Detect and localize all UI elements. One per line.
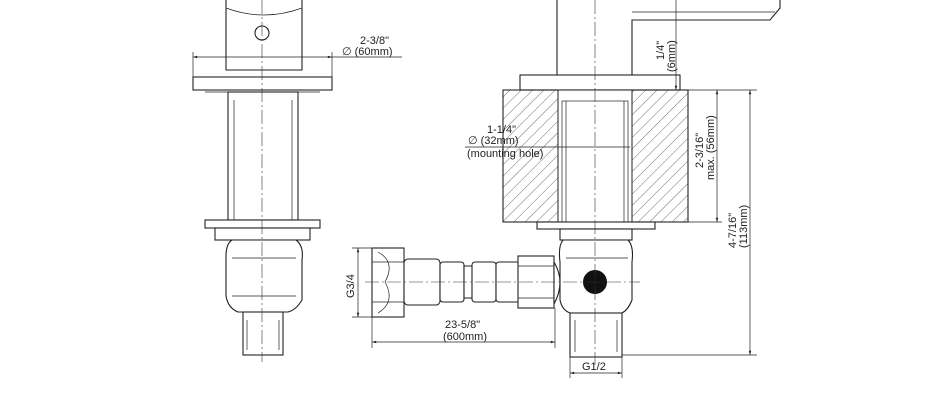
shank — [227, 91, 299, 221]
mounting-hole-metric: ∅ (32mm) — [468, 135, 519, 147]
front-view — [192, 0, 402, 362]
deck-thickness-metric: max. (56mm) — [705, 115, 717, 180]
deck-thickness-imperial: 2-3/16" — [694, 133, 706, 168]
hose-thread-label: G3/4 — [345, 274, 357, 298]
flange-diameter-metric: ∅ (60mm) — [342, 46, 393, 58]
flange — [192, 76, 333, 91]
flange-height-metric: (6mm) — [666, 40, 678, 72]
mounting-hole-note: (mounting hole) — [467, 148, 543, 160]
hose-length-metric: (600mm) — [443, 331, 487, 343]
flexible-hose — [365, 247, 640, 318]
total-height-imperial: 4-7/16" — [727, 213, 739, 248]
hex-nut — [371, 247, 405, 318]
valve-body — [225, 239, 303, 313]
hose-length-imperial: 23-5/8" — [445, 319, 480, 331]
flange-height-imperial: 1/4" — [655, 41, 667, 60]
flange-diameter-imperial: 2-3/8" — [360, 35, 389, 47]
mounting-hole-imperial: 1-1/4" — [487, 124, 516, 136]
section-view — [352, 0, 781, 378]
outlet-thread-label: G1/2 — [582, 361, 606, 373]
outlet-pipe — [569, 312, 623, 358]
total-height-metric: (113mm) — [738, 205, 750, 248]
outlet-pipe — [242, 311, 284, 356]
